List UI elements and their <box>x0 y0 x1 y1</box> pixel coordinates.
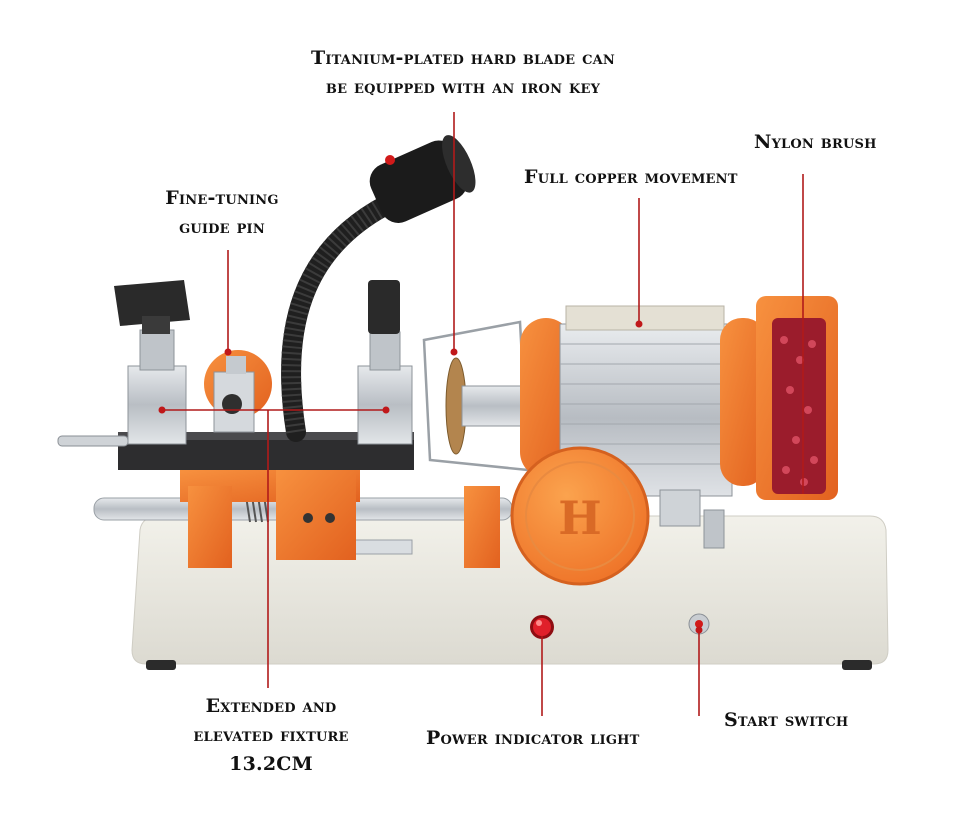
nylon-brush-label: Nylon brush <box>754 131 877 153</box>
carriage-blocks <box>180 470 500 568</box>
leader-lines <box>158 112 804 716</box>
flexible-lamp[interactable] <box>281 131 482 442</box>
copper-movement-label: Full copper movement <box>524 166 738 188</box>
blade-label-line-1: Titanium-plated hard blade can <box>311 47 615 69</box>
guide-pin-label-line-1: Fine-tuning <box>165 187 279 209</box>
fixture-label-line-1: Extended and <box>205 695 337 717</box>
motor <box>520 305 766 549</box>
start-switch-label: Start switch <box>724 709 849 731</box>
guide-pin[interactable] <box>204 350 272 433</box>
fixture-label-line-2: elevated fixture <box>193 724 349 746</box>
blade-label: Titanium-plated hard blade can be equipp… <box>280 44 646 102</box>
nylon-brush <box>756 296 838 500</box>
guide-pin-label: Fine-tuning guide pin <box>144 184 300 242</box>
left-clamp[interactable] <box>114 280 190 445</box>
guide-pin-label-line-2: guide pin <box>179 216 265 238</box>
base-plate <box>131 515 889 670</box>
fixture-label-line-3: 13.2CM <box>229 753 313 775</box>
cutting-blade <box>422 320 531 472</box>
adjustment-knob[interactable]: H <box>510 446 650 586</box>
brand-logo-icon: H <box>558 491 601 545</box>
right-clamp[interactable] <box>357 280 413 445</box>
power-light-label: Power indicator light <box>426 727 640 749</box>
fixture-label: Extended and elevated fixture 13.2CM <box>168 692 374 779</box>
blade-label-line-2: be equipped with an iron key <box>325 76 601 98</box>
power-indicator-light <box>530 615 554 639</box>
